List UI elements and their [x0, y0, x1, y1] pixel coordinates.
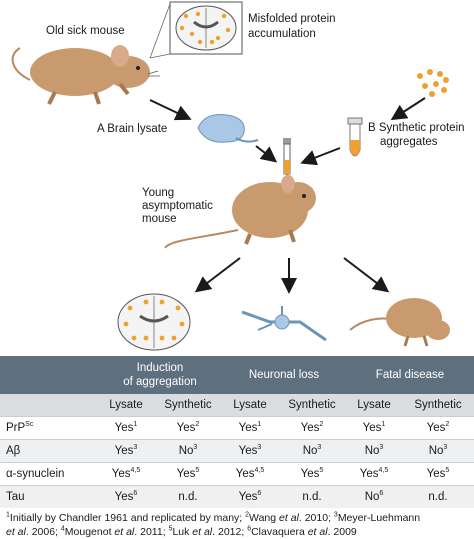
- old-sick-mouse-icon: [11, 45, 160, 105]
- table-cell: Yes5: [402, 462, 474, 486]
- table-cell: Yes4,5: [222, 462, 278, 486]
- arrow-synthetic-to-syringe: [300, 147, 341, 166]
- test-tube-icon: [347, 117, 363, 157]
- footnote: 1Initially by Chandler 1961 and replicat…: [6, 511, 470, 539]
- synthetic-label-line1: B Synthetic protein: [368, 122, 465, 134]
- synthetic-label-line2: aggregates: [380, 136, 438, 148]
- table-cell: Yes2: [402, 416, 474, 440]
- table-cell: Yes4,5: [346, 462, 402, 486]
- arrow-to-tube: [390, 97, 426, 121]
- result-neuron-icon: [241, 306, 327, 342]
- group-header-induction-line1: Induction: [136, 362, 184, 374]
- subheader-blank: [0, 394, 98, 417]
- results-table: Induction of aggregation Neuronal loss F…: [0, 356, 474, 508]
- table-cell: Yes1: [222, 416, 278, 440]
- subheader-cell: Lysate: [346, 394, 402, 417]
- old-sick-mouse-label: Old sick mouse: [46, 25, 125, 37]
- diagram-scene: [11, 1, 450, 351]
- table-cell: Yes6: [222, 485, 278, 508]
- brain-lysate-label: A Brain lysate: [97, 123, 168, 135]
- table-cell: Yes5: [154, 462, 222, 486]
- table-cell: No6: [346, 485, 402, 508]
- misfolded-label-line1: Misfolded protein: [248, 13, 336, 25]
- table-cell: No3: [346, 439, 402, 463]
- arrow-to-brain-result: [194, 257, 241, 293]
- group-header-induction: Induction of aggregation: [98, 356, 222, 394]
- aggregates-icon: [417, 69, 449, 97]
- table-cell: Yes5: [278, 462, 346, 486]
- table-header-corner: [0, 356, 98, 394]
- table-cell: Yes1: [98, 416, 154, 440]
- table-cell: n.d.: [278, 485, 346, 508]
- brain-lysate-icon: [197, 114, 259, 143]
- subheader-cell: Synthetic: [278, 394, 346, 417]
- row-label: α-synuclein: [0, 462, 98, 486]
- arrow-to-dead-mouse: [343, 257, 390, 293]
- table-cell: Yes3: [98, 439, 154, 463]
- table-cell: Yes2: [154, 416, 222, 440]
- misfolded-label-line2: accumulation: [248, 28, 316, 40]
- subheader-cell: Synthetic: [402, 394, 474, 417]
- table-cell: Yes1: [346, 416, 402, 440]
- subheader-cell: Synthetic: [154, 394, 222, 417]
- group-header-induction-line2: of aggregation: [123, 376, 197, 388]
- young-label-line3: mouse: [142, 213, 177, 225]
- young-label-line1: Young: [142, 187, 175, 199]
- dead-mouse-icon: [349, 298, 450, 347]
- footnote-line2: et al. 2006; 4Mougenot et al. 2011; 5Luk…: [6, 525, 357, 539]
- subheader-cell: Lysate: [222, 394, 278, 417]
- result-brain-icon: [117, 293, 191, 351]
- table-cell: Yes4,5: [98, 462, 154, 486]
- zoom-brain-section: [149, 1, 243, 59]
- row-label: PrPSc: [0, 416, 98, 440]
- young-label-line2: asymptomatic: [142, 200, 213, 212]
- arrow-to-lysate: [149, 99, 192, 121]
- footnote-line1: 1Initially by Chandler 1961 and replicat…: [6, 511, 421, 525]
- row-label: Tau: [0, 485, 98, 508]
- table-cell: Yes6: [98, 485, 154, 508]
- table-cell: No3: [402, 439, 474, 463]
- young-mouse-icon: [164, 175, 316, 249]
- table-cell: n.d.: [154, 485, 222, 508]
- table-cell: No3: [154, 439, 222, 463]
- group-header-fatal-disease: Fatal disease: [346, 356, 474, 394]
- table-cell: No3: [278, 439, 346, 463]
- row-label: Aβ: [0, 439, 98, 463]
- arrow-lysate-to-syringe: [255, 145, 278, 163]
- table-cell: Yes3: [222, 439, 278, 463]
- subheader-cell: Lysate: [98, 394, 154, 417]
- group-header-neuronal-loss: Neuronal loss: [222, 356, 346, 394]
- table-cell: Yes2: [278, 416, 346, 440]
- table-cell: n.d.: [402, 485, 474, 508]
